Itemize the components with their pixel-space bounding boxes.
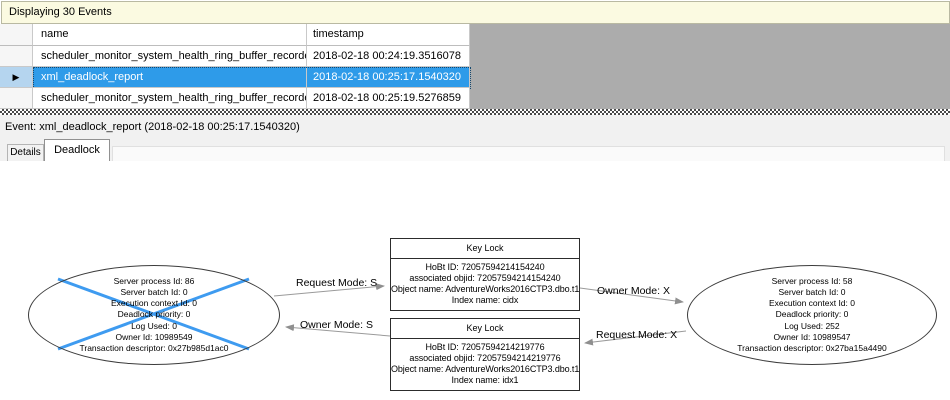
tab-deadlock[interactable]: Deadlock [44, 139, 110, 161]
key-lock-node-cidx[interactable]: Key Lock HoBt ID: 72057594214154240 asso… [390, 238, 580, 311]
tab-strip-panel [112, 146, 945, 161]
selected-event-label: Event: xml_deadlock_report (2018-02-18 0… [0, 115, 950, 139]
event-timestamp-cell[interactable]: 2018-02-18 00:25:19.5276859 [307, 88, 470, 109]
lock-details: HoBt ID: 72057594214154240 associated ob… [391, 262, 580, 305]
edge-label-owner-mode-s: Owner Mode: S [300, 319, 373, 331]
event-name-cell[interactable]: scheduler_monitor_system_health_ring_buf… [33, 46, 307, 67]
key-lock-node-idx1[interactable]: Key Lock HoBt ID: 72057594214219776 asso… [390, 318, 580, 391]
event-timestamp-cell[interactable]: 2018-02-18 00:25:17.1540320 [307, 67, 470, 88]
tab-strip: Details Deadlock [0, 139, 950, 161]
lock-title: Key Lock [391, 239, 579, 259]
edge-label-request-mode-x: Request Mode: X [596, 329, 678, 341]
row-selector[interactable] [0, 88, 33, 109]
edge-label-owner-mode-x: Owner Mode: X [597, 285, 670, 297]
lock-details: HoBt ID: 72057594214219776 associated ob… [391, 342, 580, 385]
column-header-timestamp[interactable]: timestamp [307, 24, 470, 46]
process-node-victim[interactable]: Server process Id: 86 Server batch Id: 0… [28, 265, 280, 365]
events-count-banner: Displaying 30 Events [1, 1, 950, 24]
row-header-stub [0, 24, 33, 46]
table-row[interactable]: scheduler_monitor_system_health_ring_buf… [0, 46, 950, 67]
grid-header-row: name timestamp [0, 24, 950, 46]
process-node-text: Server process Id: 86 Server batch Id: 0… [79, 276, 229, 353]
edge-label-request-mode-s: Request Mode: S [296, 277, 378, 289]
event-timestamp-cell[interactable]: 2018-02-18 00:24:19.3516078 [307, 46, 470, 67]
events-grid[interactable]: name timestamp scheduler_monitor_system_… [0, 24, 950, 109]
lock-title: Key Lock [391, 319, 579, 339]
table-row-selected[interactable]: ▶ xml_deadlock_report 2018-02-18 00:25:1… [0, 67, 950, 89]
event-name-cell[interactable]: scheduler_monitor_system_health_ring_buf… [33, 88, 307, 109]
tab-details[interactable]: Details [7, 144, 44, 161]
event-name-cell[interactable]: xml_deadlock_report [33, 67, 307, 88]
current-row-arrow-icon: ▶ [12, 71, 20, 82]
row-selector[interactable] [0, 46, 33, 67]
column-header-name[interactable]: name [33, 24, 307, 46]
pane-splitter[interactable] [0, 109, 950, 115]
process-node-text: Server process Id: 58 Server batch Id: 0… [737, 276, 887, 353]
table-row[interactable]: scheduler_monitor_system_health_ring_buf… [0, 88, 950, 109]
process-node[interactable]: Server process Id: 58 Server batch Id: 0… [687, 265, 937, 365]
row-selector[interactable]: ▶ [0, 67, 33, 88]
